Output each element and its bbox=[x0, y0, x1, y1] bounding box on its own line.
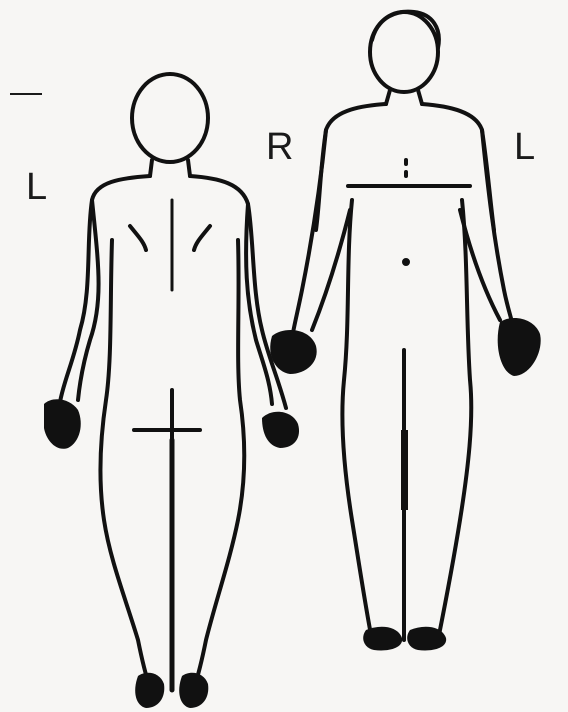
back-shoulder-blades bbox=[130, 226, 210, 250]
front-arm-outline bbox=[292, 130, 514, 338]
front-navel bbox=[404, 260, 408, 264]
back-left-foot-lesion bbox=[135, 673, 164, 708]
back-left-hand-lesion bbox=[44, 399, 81, 449]
front-body-outline bbox=[316, 104, 494, 640]
front-left-hand-lesion bbox=[498, 318, 541, 376]
back-figure-icon bbox=[60, 74, 286, 690]
front-right-foot-lesion bbox=[363, 627, 402, 651]
front-figure-icon bbox=[292, 12, 514, 640]
back-right-foot-lesion bbox=[179, 673, 208, 708]
front-hair-outline bbox=[372, 12, 439, 48]
front-leg-split-mark bbox=[401, 430, 408, 510]
back-right-hand-lesion bbox=[262, 412, 299, 448]
front-right-hand-lesion bbox=[270, 330, 316, 374]
back-head-outline bbox=[132, 74, 208, 162]
